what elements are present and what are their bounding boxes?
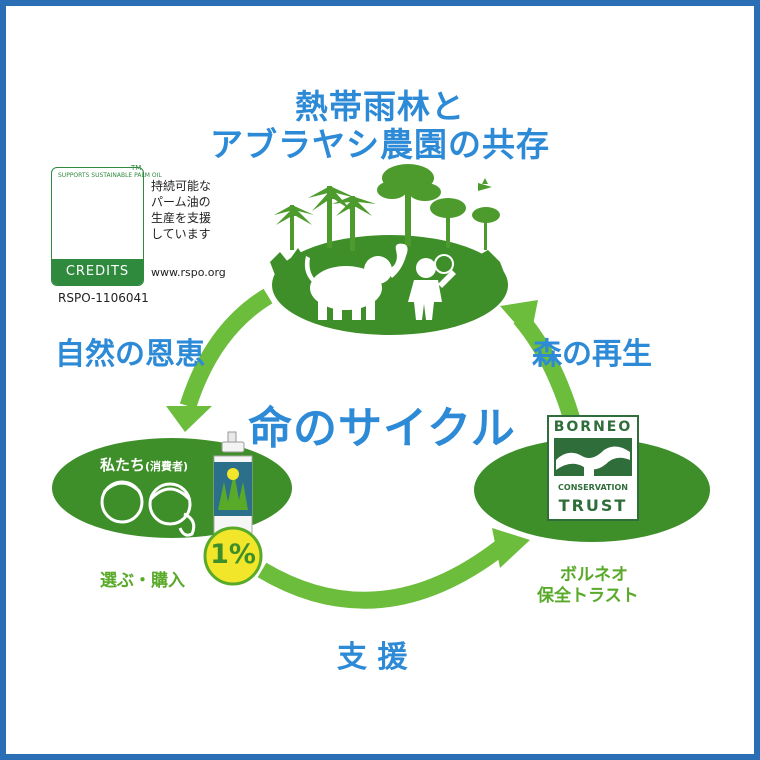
grass-edge [270,244,505,275]
rspo-ring-text: SUPPORTS SUSTAINABLE PALM OIL [58,172,162,179]
child-icon [408,254,456,320]
title-line-1: 熱帯雨林と [295,87,465,126]
rspo-url: www.rspo.org [151,266,226,279]
rspo-tm: TM [131,164,142,172]
borneo-conservation-trust-logo [547,415,639,521]
arrowhead-right [500,300,538,340]
borneo-logo-top: BORNEO [553,419,633,435]
label-forest-regeneration: 森の再生 [532,337,652,372]
consumer-faces-icon [100,480,196,537]
page-frame [6,6,754,754]
consumer-title-main: 私たち [100,456,146,474]
label-borneo-line-2: 保全トラスト [537,586,639,606]
forest-island [272,235,508,335]
consumer-title: 私たち(消費者) [100,454,188,475]
rspo-desc-line-1: 持続可能な [151,179,212,193]
elephant-icon [304,243,408,320]
rspo-logo: CREDITS [51,167,144,286]
rspo-desc-line-4: しています [151,227,211,241]
percent-badge [203,526,263,586]
arrowhead-bottom [492,528,530,568]
label-support: 支 援 [337,640,408,675]
arrow-support [257,541,506,609]
label-borneo-line-1: ボルネオ [560,565,628,585]
rspo-credits-label: CREDITS [52,259,143,285]
label-nature-benefit: 自然の恩恵 [55,337,205,372]
rspo-badge-text: RSPO [83,233,108,242]
borneo-logo-bottom: TRUST [558,496,628,515]
percent-value: 1% [210,539,256,570]
rspo-description: 持続可能な パーム油の 生産を支援 しています [151,178,231,242]
borneo-logo-middle: CONSERVATION [558,483,628,492]
product-bottle-icon [213,431,253,541]
forest-trees [274,164,500,251]
consumer-title-sub: (消費者) [145,460,189,473]
rspo-desc-line-3: 生産を支援 [151,211,212,225]
title-line-2: アブラヤシ農園の共存 [210,125,550,164]
rspo-desc-line-2: パーム油の [151,195,211,209]
arrowhead-left [166,406,212,432]
label-choose-buy: 選ぶ・購入 [100,571,185,591]
arrow-nature-benefit [179,288,273,409]
rspo-code: RSPO-1106041 [58,291,149,305]
label-cycle-of-life: 命のサイクル [248,403,516,454]
